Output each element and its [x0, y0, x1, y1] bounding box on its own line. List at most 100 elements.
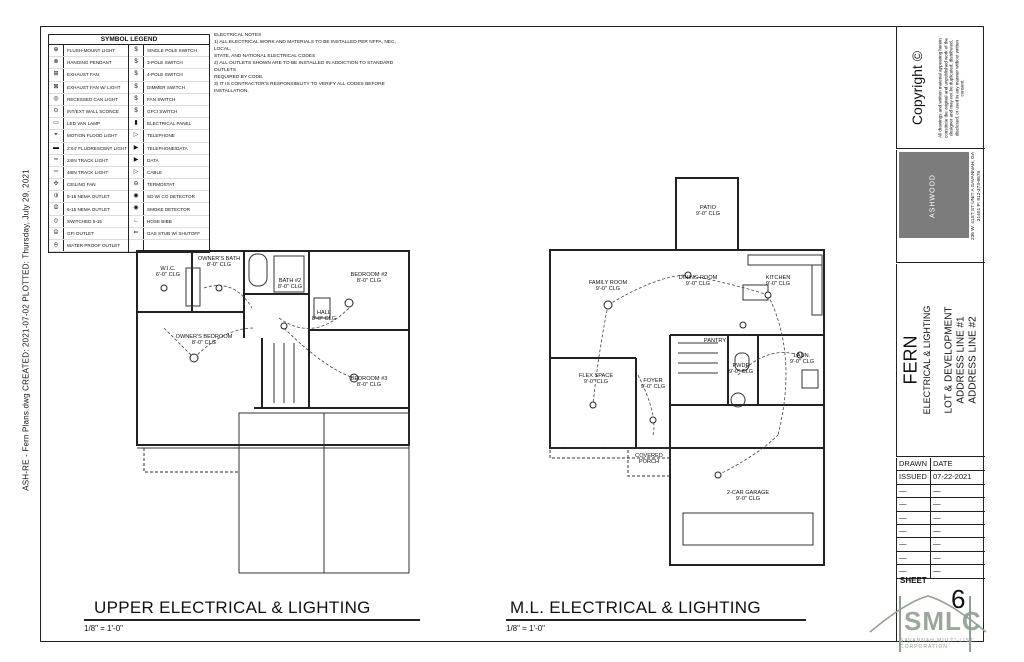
table-row: ——: [897, 565, 985, 579]
legend-row: ⦷6-15 NEMA OUTLET: [49, 203, 128, 216]
legend-label: 48IN TRACK LIGHT: [67, 169, 109, 175]
legend-symbol-icon: ▶: [129, 154, 144, 166]
legend-row: ⦹GFI OUTLET: [49, 227, 128, 240]
legend-row: ⊗HANGING PENDANT: [49, 57, 128, 70]
issued-label: ISSUED: [897, 471, 931, 484]
dining-room-dim: 9'-0" CLG: [685, 281, 711, 288]
legend-symbol-icon: ┉: [49, 166, 64, 179]
legend-row: ←HOSE BIBB: [129, 215, 209, 228]
firm-logo-text: ASHWOOD: [929, 174, 937, 218]
laundry-label: LAUN.: [793, 353, 811, 359]
hall-dim: 8'-0" CLG: [311, 316, 337, 323]
legend-row: $SINGLE POLE SWITCH: [129, 45, 209, 58]
legend-row: ▮ELECTRICAL PANEL: [129, 118, 209, 131]
firm-logo: ASHWOOD: [899, 152, 969, 238]
bedroom3-dim: 8'-0" CLG: [356, 382, 382, 389]
dash: —: [897, 498, 931, 511]
legend-column-left: ⊕FLUSH-MOUNT LIGHT⊗HANGING PENDANT⊞EXHAU…: [49, 45, 129, 253]
bedroom2-dim: 8'-0" CLG: [356, 278, 382, 285]
legend-label: TELEPHONE/DATA: [147, 145, 188, 151]
owners-bedroom-dim: 8'-0" CLG: [191, 340, 217, 347]
upper-caption-rule: [84, 619, 420, 621]
legend-row: ⊕FLUSH-MOUNT LIGHT: [49, 45, 128, 58]
table-row: ——: [897, 511, 985, 525]
legend-symbol-icon: ⦶: [49, 191, 64, 203]
legend-symbol-icon: ⊞: [49, 69, 64, 81]
legend-label: 6-15 NEMA OUTLET: [67, 206, 110, 212]
dash: —: [933, 566, 941, 576]
family-room-dim: 9'-0" CLG: [595, 286, 621, 293]
bedroom2-label: BEDROOM #2: [350, 272, 388, 278]
legend-row: ⊠EXHAUST FAN W/ LIGHT: [49, 81, 128, 94]
notes-title: ELECTRICAL NOTES: [214, 33, 262, 38]
legend-row: ▬2'X4' FLUORESCENT LIGHT: [49, 142, 128, 155]
project-name: FERN: [900, 335, 921, 385]
bath2-dim: 8'-0" CLG: [277, 284, 303, 291]
foyer-label: FOYER: [643, 378, 663, 384]
pwdr-dim: 9'-0" CLG: [728, 369, 754, 376]
legend-symbol-icon: ←: [129, 215, 144, 227]
date-label: DATE: [933, 459, 953, 468]
legend-label: HOSE BIBB: [147, 218, 172, 224]
legend-row: ⦸SWITCHED 5-15: [49, 215, 128, 228]
dash: —: [897, 484, 931, 498]
legend-symbol-icon: ▷: [129, 166, 144, 179]
legend-label: ELECTRICAL PANEL: [147, 121, 192, 127]
legend-label: TERMOSTAT: [147, 182, 175, 188]
legend-row: ◉SD W/ CO DETECTOR: [129, 191, 209, 204]
garage-label: 2-CAR GARAGE: [726, 490, 770, 496]
legend-symbol-icon: ⊖: [129, 179, 144, 191]
legend-label: SMOKE DETECTOR: [147, 206, 191, 212]
legend-label: SD W/ CO DETECTOR: [147, 194, 195, 200]
legend-label: CABLE: [147, 169, 163, 175]
family-room-label: FAMILY ROOM: [588, 280, 628, 286]
lot-development: LOT & DEVELOPMENT: [943, 306, 955, 414]
bridge-icon: [869, 595, 987, 652]
legend-symbol-icon: ⊕: [49, 45, 64, 57]
legend-title: SYMBOL LEGEND: [49, 35, 209, 45]
legend-symbol-icon: ⌖: [49, 130, 64, 142]
legend-row: ┅24IN TRACK LIGHT: [49, 154, 128, 167]
pantry-label: PANTRY: [703, 338, 727, 344]
table-row: ——: [897, 538, 985, 552]
legend-symbol-icon: ⦷: [49, 203, 64, 215]
table-row: ——: [897, 551, 985, 566]
legend-symbol-icon: ⦹: [49, 227, 64, 239]
copyright-block: Copyright © All drawings and written mat…: [896, 26, 985, 149]
legend-symbol-icon: ▮: [129, 118, 144, 130]
legend-label: 2'X4' FLUORESCENT LIGHT: [67, 145, 128, 151]
upper-plan-scale: 1/8" = 1'-0": [84, 624, 124, 633]
legend-row: ⊖TERMOSTAT: [129, 179, 209, 192]
legend-label: LED VAN LAMP: [67, 121, 101, 127]
watermark-text: SMLC: [904, 606, 982, 636]
dash: —: [933, 485, 941, 495]
dash: —: [897, 524, 931, 538]
patio-label: PATIO: [700, 205, 716, 211]
legend-label: SINGLE POLE SWITCH: [147, 48, 197, 54]
sheet-number: 6: [951, 584, 966, 614]
main-plan-caption: M.L. ELECTRICAL & LIGHTING: [510, 598, 761, 617]
flex-space-label: FLEX SPACE: [578, 373, 614, 379]
legend-label: EXHAUST FAN: [67, 72, 99, 78]
hall-label: HALL: [317, 310, 331, 316]
legend-row: ◎RECESSED CAN LIGHT: [49, 93, 128, 106]
dash: —: [933, 499, 941, 509]
legend-column-right: $SINGLE POLE SWITCH$3-POLE SWITCH$4-POLE…: [129, 45, 209, 253]
smlc-watermark: SMLC SAVANNAH MULTI-LIST CORPORATION: [866, 592, 990, 658]
kitchen-dim: 9'-0" CLG: [765, 281, 791, 288]
legend-symbol-icon: ▬: [49, 142, 64, 154]
address-line-1: ADDRESS LINE #1: [955, 316, 967, 404]
legend-row: ▷TELEPHONE: [129, 130, 209, 143]
notes-line: 1) ALL ELECTRICAL WORK AND MATERIALS TO …: [214, 40, 396, 52]
legend-label: 3-POLE SWITCH: [147, 60, 183, 66]
legend-row: ▷CABLE: [129, 166, 209, 180]
legend-row: $4-POLE SWITCH: [129, 69, 209, 82]
legend-label: DATA: [147, 157, 159, 163]
firm-address: 236 W. 41ST ST UNIT A SAVANNAH, GA 31401…: [971, 151, 982, 241]
legend-symbol-icon: ▶: [129, 142, 144, 154]
legend-row: $FAN SWITCH: [129, 93, 209, 106]
